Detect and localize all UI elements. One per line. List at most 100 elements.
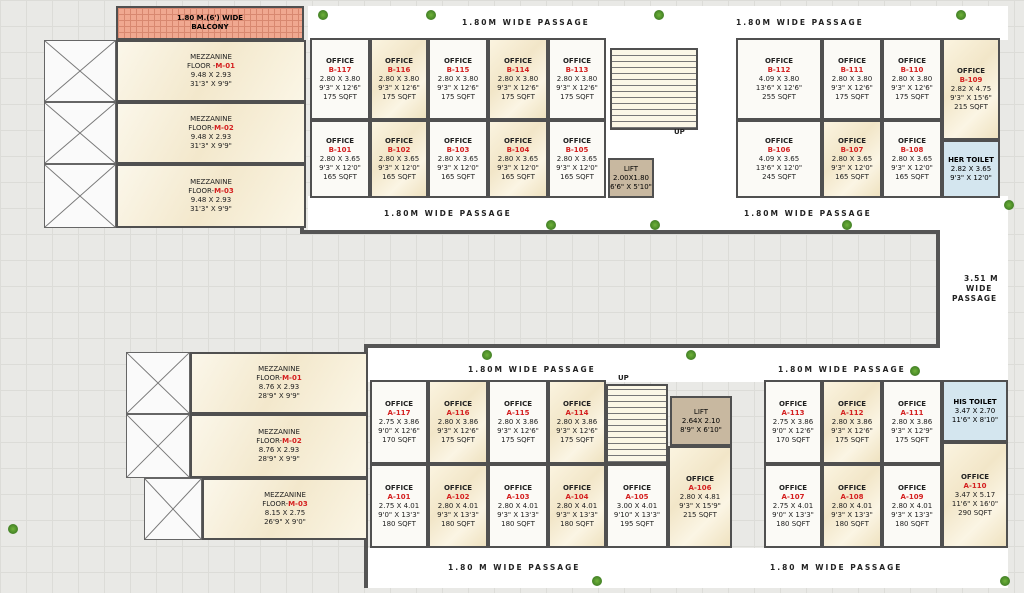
- mezzanine-code: M-03: [214, 187, 234, 195]
- passage-label-a-top-right: 1.80M WIDE PASSAGE: [778, 365, 906, 374]
- mezzanine-void: [44, 164, 116, 228]
- office-code: B-105: [565, 145, 589, 154]
- office-dim: 2.75 X 4.01: [378, 501, 420, 510]
- office-code: B-112: [767, 65, 791, 74]
- office-ft: 9'3" X 13'3": [497, 510, 539, 519]
- office-code: A-116: [446, 408, 470, 417]
- office-area: 175 SQFT: [441, 435, 475, 444]
- mezzanine-ft: 31'3" X 9'9": [190, 205, 232, 213]
- office-ft: 9'3" X 12'6": [891, 83, 933, 92]
- passage-label-b-top-right: 1.80M WIDE PASSAGE: [736, 18, 864, 27]
- office-code: A-113: [781, 408, 805, 417]
- office-code: B-109: [959, 75, 983, 84]
- office-code: A-105: [625, 492, 649, 501]
- office-dim: 2.80 X 3.80: [319, 74, 361, 83]
- mezzanine-ft: 28'9" X 9'9": [258, 455, 300, 463]
- office-ft: 9'3" X 12'6": [378, 83, 420, 92]
- planter-icon: [956, 10, 966, 20]
- office-ft: 9'10" X 13'3": [613, 510, 661, 519]
- office-dim: 2.75 X 3.86: [772, 417, 814, 426]
- office-ft: 9'3" X 12'0": [891, 163, 933, 172]
- office-word: OFFICE: [325, 56, 355, 65]
- balcony-label-2: BALCONY: [191, 23, 229, 31]
- mezzanine-floor: FLOOR -: [187, 62, 216, 70]
- office-dim: 3.47 X 5.17: [954, 490, 996, 499]
- office-ft: 9'3" X 13'3": [437, 510, 479, 519]
- office-area: 290 SQFT: [958, 508, 992, 517]
- office-word: OFFICE: [443, 483, 473, 492]
- office-dim: 4.09 X 3.80: [758, 74, 800, 83]
- planter-icon: [318, 10, 328, 20]
- office-area: 175 SQFT: [560, 435, 594, 444]
- office-dim: 2.80 X 3.86: [891, 417, 933, 426]
- office-word: OFFICE: [897, 56, 927, 65]
- mezzanine-code: M-01: [282, 374, 302, 382]
- mezzanine-a-m02: MEZZANINE FLOOR-M-02 8.76 X 2.93 28'9" X…: [190, 414, 368, 478]
- office-dim: 2.80 X 3.80: [437, 74, 479, 83]
- planter-icon: [426, 10, 436, 20]
- corridor-wall: [936, 230, 940, 350]
- corridor-label-2: WIDE: [966, 284, 993, 293]
- office-word: OFFICE: [897, 483, 927, 492]
- mezzanine-a-m03: MEZZANINE FLOOR-M-03 8.15 X 2.75 26'9" X…: [202, 478, 368, 540]
- office-area: 175 SQFT: [323, 92, 357, 101]
- office-ft: 9'3" X 12'0": [831, 163, 873, 172]
- toilet-ft: 9'3" X 12'0": [950, 173, 992, 182]
- office-word: OFFICE: [956, 66, 986, 75]
- office-word: OFFICE: [384, 399, 414, 408]
- mezzanine-void: [44, 40, 116, 102]
- office-word: OFFICE: [562, 136, 592, 145]
- office-dim: 2.82 X 4.75: [950, 84, 992, 93]
- office-code: A-103: [506, 492, 530, 501]
- mezzanine-title: MEZZANINE: [258, 428, 300, 436]
- mezzanine-ft: 26'9" X 9'0": [264, 518, 306, 526]
- mezzanine-floor-line: FLOOR-M-03: [262, 500, 307, 509]
- office-code: B-107: [840, 145, 864, 154]
- office-area: 180 SQFT: [560, 519, 594, 528]
- b-block-lift: LIFT 2.00X1.80 6'6" X 5'10": [608, 158, 654, 198]
- office-ft: 9'3" X 13'3": [556, 510, 598, 519]
- office-code: A-101: [387, 492, 411, 501]
- office-area: 175 SQFT: [560, 92, 594, 101]
- office-code: B-110: [900, 65, 924, 74]
- office-word: OFFICE: [384, 56, 414, 65]
- passage-label-a-top-left: 1.80M WIDE PASSAGE: [468, 365, 596, 374]
- passage-label-b-top-left: 1.80M WIDE PASSAGE: [462, 18, 590, 27]
- office-ft: 9'0" X 13'3": [378, 510, 420, 519]
- mezzanine-floor-line: FLOOR-M-01: [256, 374, 301, 383]
- office-area: 165 SQFT: [323, 172, 357, 181]
- office-ft: 9'3" X 12'9": [891, 426, 933, 435]
- mezzanine-title: MEZZANINE: [190, 178, 232, 186]
- mezzanine-dim: 9.48 X 2.93: [190, 133, 232, 141]
- office-ft: 9'3" X 15'6": [950, 93, 992, 102]
- office-dim: 2.80 X 3.80: [556, 74, 598, 83]
- office-code: B-116: [387, 65, 411, 74]
- office-word: OFFICE: [622, 483, 652, 492]
- office-dim: 2.80 X 4.01: [497, 501, 539, 510]
- office-code: A-115: [506, 408, 530, 417]
- mezzanine-dim: 8.15 X 2.75: [264, 509, 306, 517]
- planter-icon: [686, 350, 696, 360]
- lift-title: LIFT: [693, 407, 709, 416]
- mezzanine-ft: 31'3" X 9'9": [190, 80, 232, 88]
- office-ft: 9'0" X 13'3": [772, 510, 814, 519]
- a-stair-up-label: UP: [618, 374, 629, 382]
- planter-icon: [592, 576, 602, 586]
- planter-icon: [650, 220, 660, 230]
- office-word: OFFICE: [685, 474, 715, 483]
- office-code: A-112: [840, 408, 864, 417]
- office-area: 175 SQFT: [501, 92, 535, 101]
- office-word: OFFICE: [503, 483, 533, 492]
- office-area: 180 SQFT: [835, 519, 869, 528]
- mezzanine-floor-line: FLOOR-M-02: [256, 437, 301, 446]
- office-ft: 11'6" X 16'0": [951, 499, 999, 508]
- office-dim: 2.75 X 3.86: [378, 417, 420, 426]
- planter-icon: [654, 10, 664, 20]
